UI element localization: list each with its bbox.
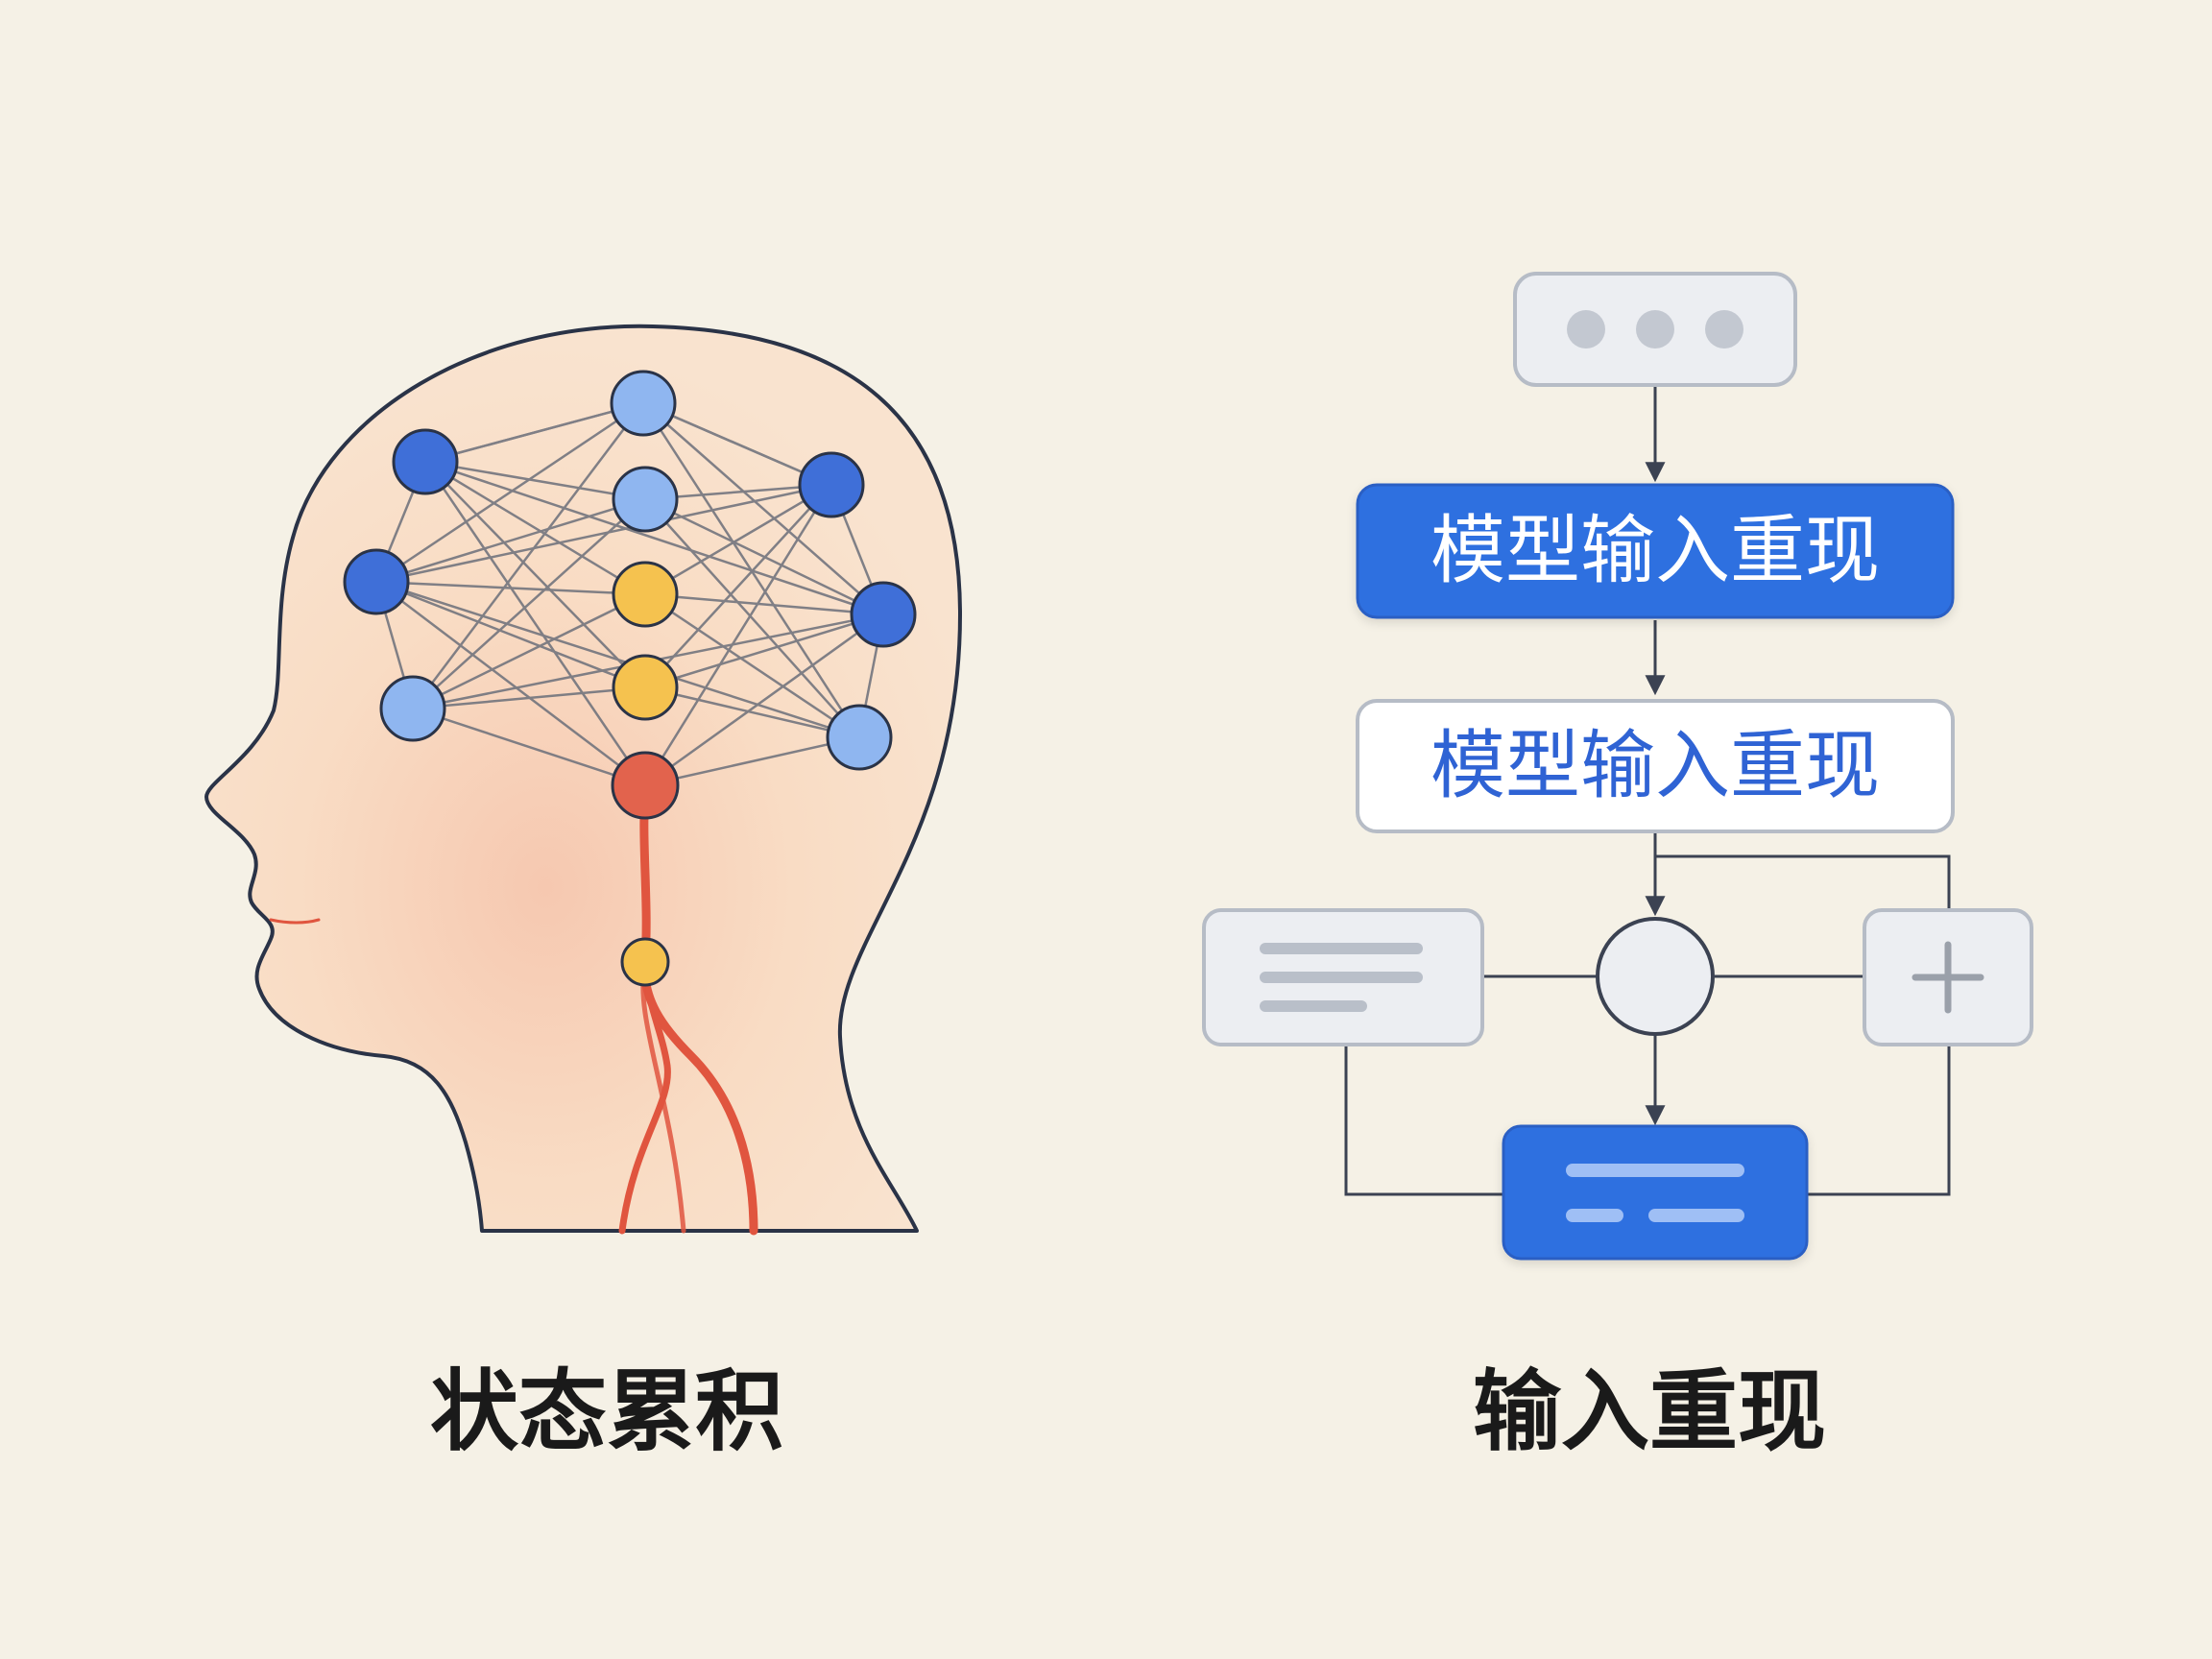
network-edge bbox=[644, 498, 860, 738]
network-edge bbox=[424, 460, 646, 501]
network-edge bbox=[375, 581, 646, 786]
network-edge bbox=[644, 484, 832, 688]
network-edge bbox=[644, 592, 884, 616]
network-node bbox=[826, 704, 893, 771]
network-edge bbox=[375, 580, 860, 739]
network-edge bbox=[375, 580, 646, 596]
network-edge bbox=[644, 685, 860, 739]
network-edge bbox=[412, 707, 646, 787]
network-edge bbox=[423, 461, 647, 786]
network-edge bbox=[412, 592, 646, 710]
ellipsis-box bbox=[1513, 272, 1797, 387]
network-node bbox=[379, 675, 446, 742]
flow-diagram: 模型输入重现 模型输入重现 bbox=[1202, 272, 2033, 1261]
network-edge bbox=[412, 685, 646, 710]
dot-icon bbox=[1567, 310, 1605, 349]
connectors bbox=[1344, 386, 1951, 1196]
network-edge bbox=[424, 401, 644, 464]
network-edge bbox=[644, 592, 860, 739]
loop-line-right bbox=[1655, 854, 1951, 910]
network-edge bbox=[644, 497, 884, 616]
network-edge bbox=[375, 401, 644, 584]
secondary-box-label: 模型输入重现 bbox=[1431, 723, 1880, 809]
network-node bbox=[798, 451, 865, 518]
loop-line-bottom-left bbox=[1344, 1046, 1505, 1196]
right-caption: 输入重现 bbox=[1473, 1360, 1826, 1463]
head-silhouette bbox=[204, 324, 962, 1233]
text-lines-box bbox=[1202, 908, 1484, 1046]
mouth-line bbox=[269, 918, 321, 925]
network-node bbox=[343, 548, 410, 615]
network-edge bbox=[644, 483, 832, 596]
network-edge bbox=[642, 402, 884, 615]
network-edge bbox=[644, 613, 884, 689]
network-node bbox=[612, 561, 679, 628]
network-edge bbox=[643, 484, 833, 786]
network-node bbox=[612, 654, 679, 721]
junction-circle bbox=[1596, 917, 1715, 1036]
network-node bbox=[611, 751, 680, 820]
network-edge bbox=[412, 402, 644, 709]
network-node bbox=[612, 466, 679, 533]
head-illustration bbox=[204, 324, 962, 1236]
network-edge bbox=[375, 483, 832, 584]
loop-line-bottom-right bbox=[1805, 1046, 1951, 1196]
primary-input-box: 模型输入重现 bbox=[1356, 483, 1955, 619]
plus-box bbox=[1863, 908, 2033, 1046]
primary-box-label: 模型输入重现 bbox=[1431, 508, 1880, 594]
dot-icon bbox=[1705, 310, 1743, 349]
dot-icon bbox=[1636, 310, 1674, 349]
network-edge bbox=[424, 460, 646, 596]
network-edge bbox=[642, 401, 832, 487]
network-node bbox=[850, 581, 917, 648]
network-node bbox=[610, 370, 677, 437]
left-caption: 状态累积 bbox=[430, 1360, 783, 1463]
network-edge bbox=[375, 497, 646, 584]
network-node bbox=[620, 937, 670, 987]
output-box bbox=[1502, 1124, 1809, 1261]
network-edge bbox=[424, 461, 646, 688]
secondary-input-box: 模型输入重现 bbox=[1356, 699, 1955, 833]
network-edge bbox=[644, 613, 884, 787]
network-node bbox=[392, 428, 459, 495]
network-edge bbox=[412, 498, 646, 709]
network-edge bbox=[424, 460, 884, 616]
network-edge bbox=[644, 735, 860, 787]
network-nodes bbox=[343, 370, 917, 987]
